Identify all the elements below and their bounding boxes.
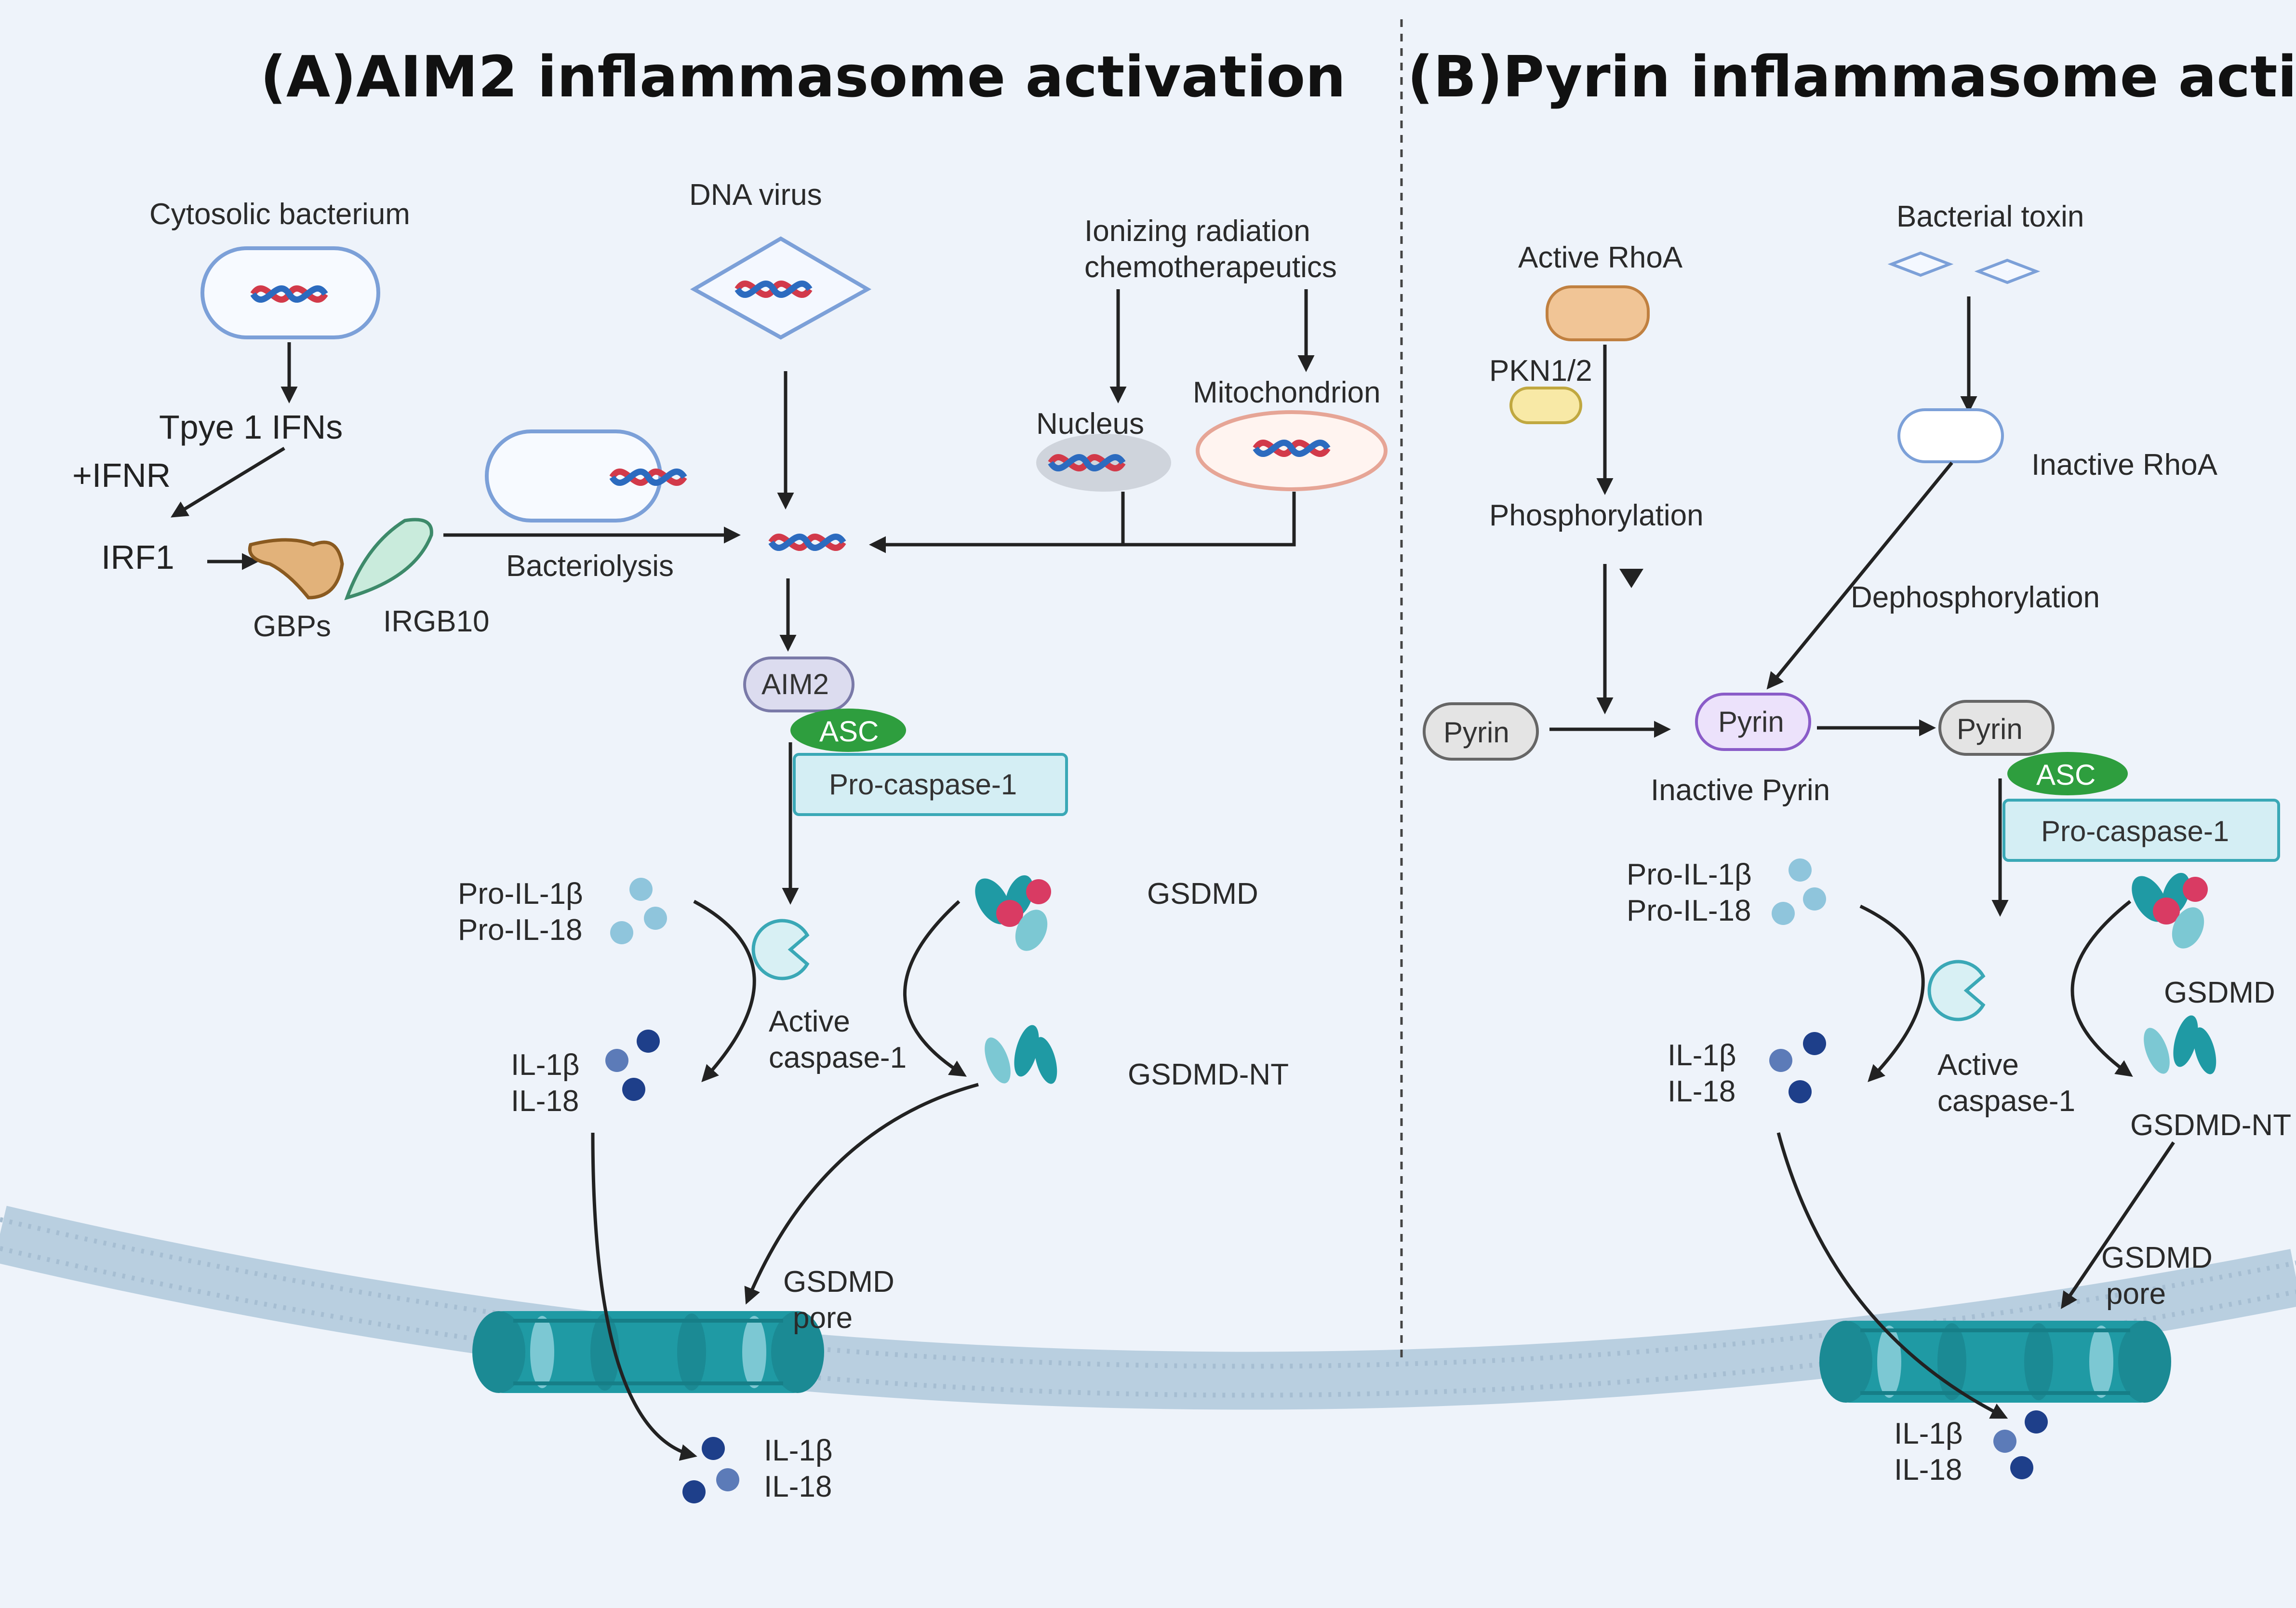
- toxin-icon: [1887, 251, 1954, 277]
- gbps-icon: [248, 538, 344, 600]
- il-dot: [637, 1030, 660, 1053]
- pro-il1b-label: Pro-IL-1β: [458, 877, 583, 911]
- active-caspase-icon: [753, 921, 807, 978]
- pro-il18-label: Pro-IL-18: [458, 913, 582, 947]
- il-out-dot: [716, 1468, 739, 1491]
- pro-il-dot-b: [1789, 858, 1812, 882]
- radiation-label-1: Ionizing radiation: [1084, 214, 1310, 248]
- il-dot: [622, 1078, 645, 1101]
- active-label-2: caspase-1: [769, 1041, 907, 1074]
- pro-il18-label-b: Pro-IL-18: [1627, 894, 1751, 927]
- bacteriolysis-label: Bacteriolysis: [506, 549, 674, 583]
- gsdmd-pore-icon: [472, 1311, 824, 1393]
- il-dot-b: [1769, 1049, 1792, 1072]
- il-dot: [605, 1049, 628, 1072]
- pyrin-mid-label: Pyrin: [1718, 706, 1784, 738]
- pore-label-1: GSDMD: [783, 1265, 894, 1299]
- aim2-node: [743, 657, 854, 712]
- gsdmd-nt-label-b: GSDMD-NT: [2130, 1109, 2291, 1142]
- pkn-label: PKN1/2: [1489, 354, 1592, 388]
- panel-a-title: (A)AIM2 inflammasome activation: [260, 43, 1346, 110]
- bacterial-toxin-label: Bacterial toxin: [1896, 200, 2084, 233]
- phospho-marker: [1619, 569, 1643, 588]
- ifnr-label: +IFNR: [72, 456, 171, 494]
- phosphorylation-label: Phosphorylation: [1489, 499, 1704, 532]
- il1b-label-b: IL-1β: [1668, 1039, 1736, 1072]
- active-label-b-2: caspase-1: [1937, 1085, 2075, 1118]
- active-caspase-icon-b: [1929, 962, 1983, 1019]
- il-out-dot-b: [2025, 1410, 2048, 1434]
- out-il1b-label: IL-1β: [764, 1434, 833, 1467]
- il18-label-b: IL-18: [1668, 1075, 1735, 1108]
- inactive-rhoa-label: Inactive RhoA: [2031, 448, 2218, 482]
- il-dot-b: [1789, 1080, 1812, 1103]
- gsdmd-pore-icon-b: [1819, 1321, 2171, 1403]
- out-il18-label: IL-18: [764, 1470, 832, 1503]
- radiation-label-2: chemotherapeutics: [1084, 251, 1337, 284]
- active-label-1: Active: [769, 1005, 850, 1038]
- dephosphorylation-label: Dephosphorylation: [1851, 581, 2100, 614]
- gsdmd-nt-label: GSDMD-NT: [1128, 1058, 1289, 1091]
- gsdmd-label-b: GSDMD: [2164, 976, 2275, 1009]
- active-rhoa-label: Active RhoA: [1518, 241, 1683, 274]
- pore-label-b-1: GSDMD: [2101, 1241, 2213, 1274]
- cytosolic-bacterium-label: Cytosolic bacterium: [149, 198, 410, 231]
- pyrin-inactive-node: [1695, 693, 1811, 751]
- il-out-dot-b: [2010, 1456, 2033, 1479]
- inactive-pyrin-label: Inactive Pyrin: [1651, 774, 1830, 807]
- pyrin-right-label: Pyrin: [1957, 713, 2023, 745]
- gsdmd-icon-b: [2124, 869, 2211, 954]
- pro-caspase-label: Pro-caspase-1: [829, 768, 1017, 801]
- pro-il-dot: [610, 921, 633, 944]
- gbps-label: GBPs: [253, 610, 331, 643]
- pro-il-dot: [644, 907, 667, 930]
- pore-label-2: pore: [793, 1301, 853, 1335]
- irgb10-icon: [344, 518, 433, 601]
- il-out-dot: [682, 1480, 706, 1503]
- il-out-dot-b: [1993, 1430, 2016, 1453]
- cytosolic-dna-icon: [771, 536, 843, 548]
- asc-label: ASC: [819, 715, 879, 748]
- gsdmd-icon: [968, 871, 1054, 956]
- toxin-icon: [1974, 258, 2041, 284]
- active-rhoa-icon: [1546, 285, 1650, 341]
- asc-node-b: [2007, 752, 2128, 795]
- inactive-rhoa-icon: [1897, 408, 2004, 463]
- dna-virus-icon: [690, 236, 872, 340]
- active-label-b-1: Active: [1937, 1048, 2019, 1082]
- pro-il-dot: [629, 878, 653, 901]
- il1b-label: IL-1β: [511, 1048, 580, 1082]
- pyrin-left-label: Pyrin: [1443, 716, 1509, 749]
- gsdmd-label: GSDMD: [1147, 877, 1258, 911]
- irgb10-label: IRGB10: [383, 605, 490, 638]
- pyrin-right-node: [1938, 700, 2055, 756]
- gsdmd-nt-icon: [979, 1022, 1062, 1087]
- out-il18-label-b: IL-18: [1894, 1453, 1962, 1487]
- pro-il-dot-b: [1803, 887, 1826, 911]
- type1-ifns-label: Tpye 1 IFNs: [159, 408, 343, 446]
- il-out-dot: [702, 1437, 725, 1460]
- asc-label-b: ASC: [2036, 759, 2096, 791]
- asc-node: [790, 709, 906, 752]
- gsdmd-nt-icon-b: [2138, 1013, 2221, 1077]
- pro-il-dot-b: [1772, 902, 1795, 925]
- dna-virus-label: DNA virus: [689, 178, 822, 212]
- irf1-label: IRF1: [101, 538, 174, 576]
- pro-caspase-label-b: Pro-caspase-1: [2041, 815, 2229, 847]
- pkn-icon: [1509, 387, 1582, 424]
- pro-caspase-node: [793, 753, 1068, 816]
- panel-b-title: (B)Pyrin inflammasome activation: [1407, 43, 2296, 110]
- pro-il1b-label-b: Pro-IL-1β: [1627, 858, 1752, 891]
- pro-caspase-node-b: [2002, 799, 2280, 862]
- pyrin-left-node: [1423, 702, 1539, 761]
- il18-label: IL-18: [511, 1085, 579, 1118]
- il-dot-b: [1803, 1032, 1826, 1055]
- out-il1b-label-b: IL-1β: [1894, 1417, 1963, 1450]
- mitochondrion-label: Mitochondrion: [1193, 376, 1380, 409]
- pore-label-b-2: pore: [2106, 1277, 2166, 1311]
- aim2-label: AIM2: [761, 668, 829, 700]
